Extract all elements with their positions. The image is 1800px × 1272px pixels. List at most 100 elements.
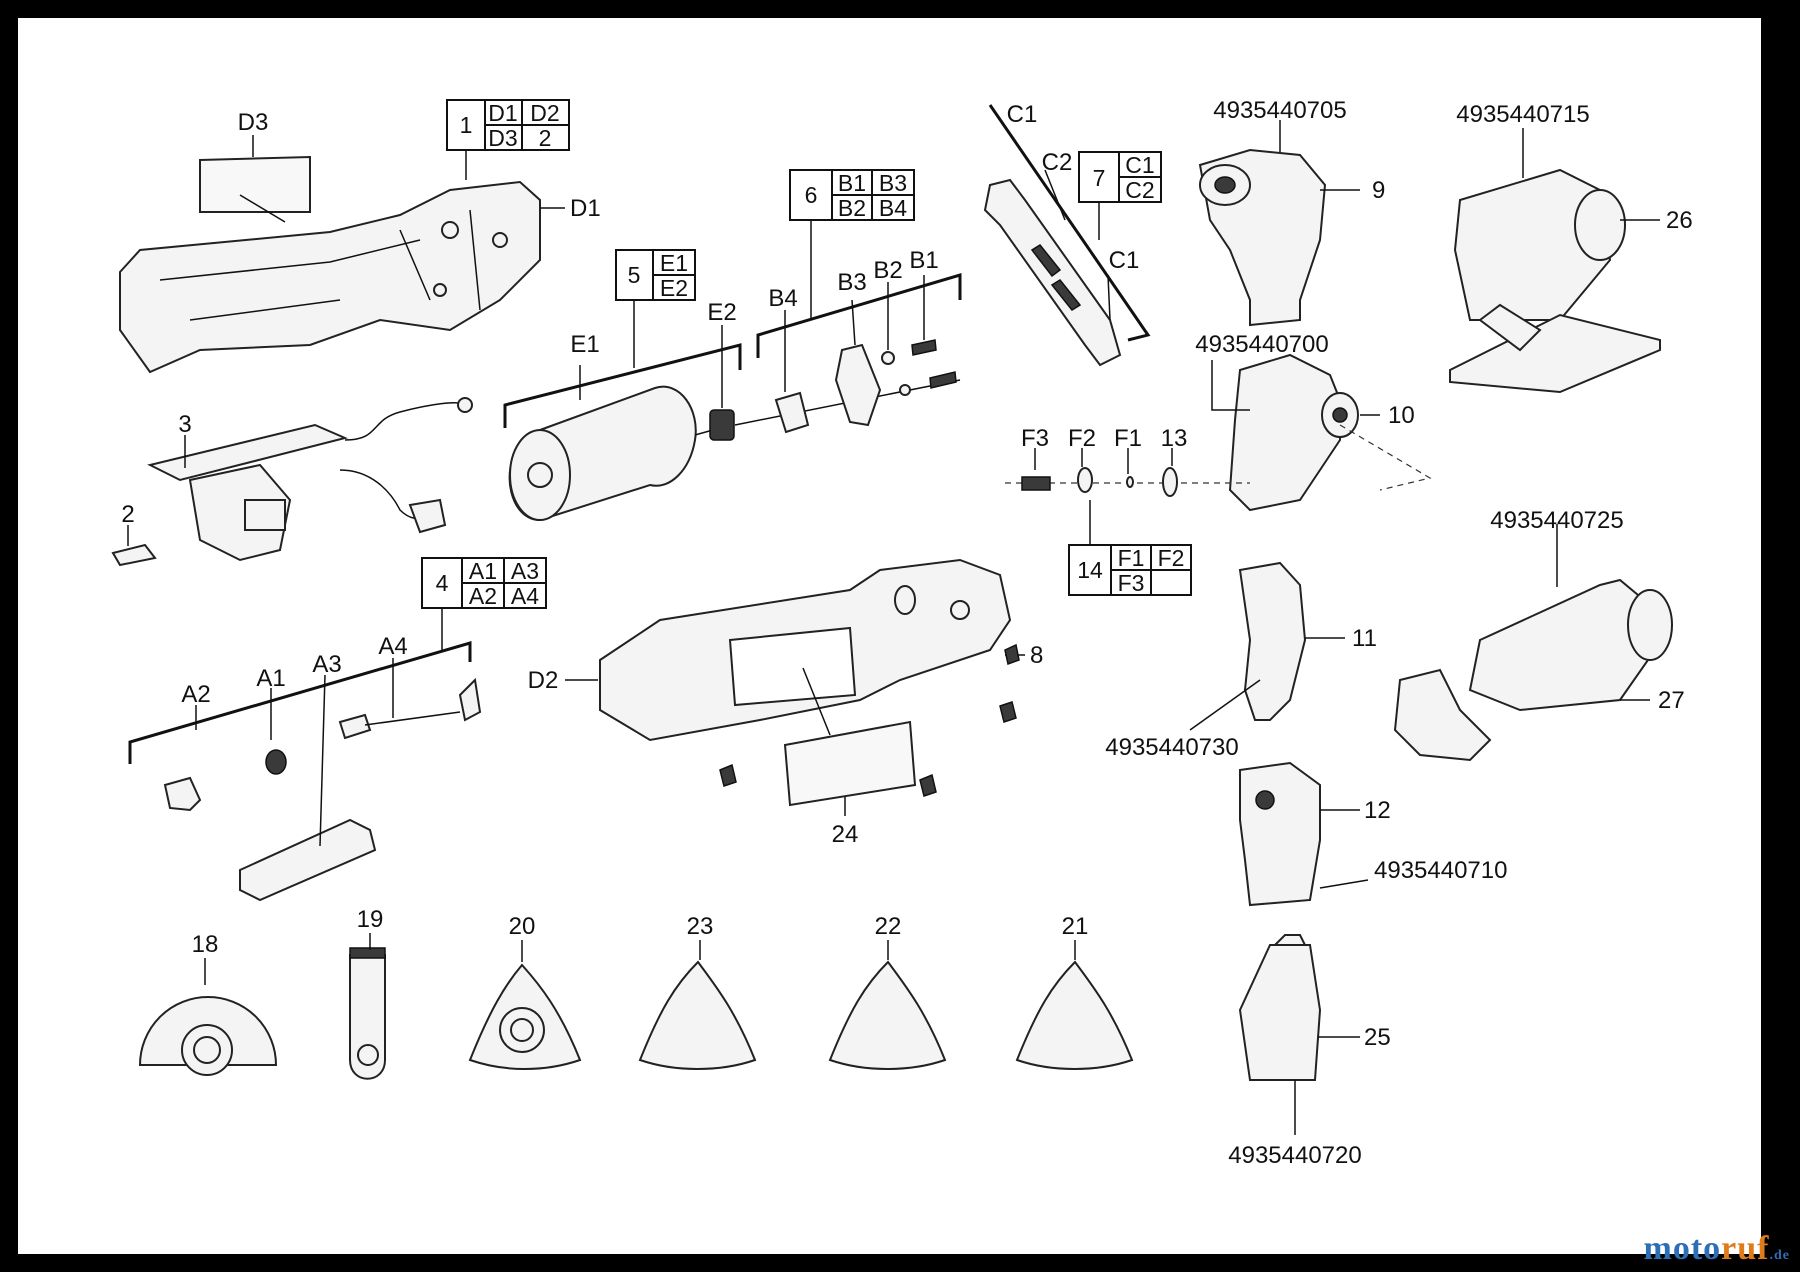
part-number-715: 4935440715 [1456,101,1589,128]
housing-half-d1 [119,180,541,374]
callout-f1: F1 [1114,425,1142,452]
kit-5-cell-e1: E1 [660,250,688,276]
sanding-sheet-21 [1015,960,1134,1070]
attachment-jigsaw-26 [1449,168,1661,394]
callout-12: 12 [1364,797,1391,824]
callout-a3: A3 [312,651,341,678]
callout-19: 19 [357,906,384,933]
callout-f2: F2 [1068,425,1096,452]
kit-4-cell-a4: A4 [511,583,539,609]
callout-a4: A4 [378,633,407,660]
callout-a2: A2 [181,681,210,708]
attachment-saw-27 [1393,578,1673,762]
switch-parts-a [163,677,482,902]
watermark-part-1: moto [1643,1230,1722,1267]
kit-1-cell-d2: D2 [530,100,559,126]
callout-b4: B4 [768,285,797,312]
callout-20: 20 [509,913,536,940]
callout-24: 24 [832,821,859,848]
callout-25: 25 [1364,1024,1391,1051]
part-number-720: 4935440720 [1228,1142,1361,1169]
callout-e2: E2 [707,299,736,326]
kit-6-number: 6 [805,182,818,208]
part-number-725: 4935440725 [1490,507,1623,534]
callout-13: 13 [1161,425,1188,452]
kit-6-cell-b4: B4 [879,195,907,221]
kit-14-number: 14 [1077,557,1103,583]
kit-1-number: 1 [460,112,473,138]
kit-5-number: 5 [628,262,641,288]
callout-9: 9 [1372,177,1385,204]
callout-d3: D3 [238,109,269,136]
callout-23: 23 [687,913,714,940]
kit-box-5: 5 E1 E2 [615,249,696,301]
kit-5-cell-e2: E2 [660,275,688,301]
callout-d2: D2 [528,667,559,694]
part-2-plate [111,543,157,567]
kit-6-cell-b3: B3 [879,170,907,196]
fastener-axis-f [1005,448,1250,497]
clamp-c [983,178,1122,367]
kit-14-cell-f3: F3 [1118,570,1145,596]
callout-b3: B3 [837,269,866,296]
kit-box-1: 1 D1 D2 D3 2 [446,99,570,151]
kit-7-cell-c1: C1 [1125,152,1154,178]
watermark-logo: motoruf.de [1644,1230,1790,1268]
kit-box-7: 7 C1 C2 [1078,151,1162,203]
kit-1-cell-d1: D1 [488,100,517,126]
kit-1-cell-d3: D3 [488,125,517,151]
part-number-705: 4935440705 [1213,97,1346,124]
callout-21: 21 [1062,913,1089,940]
part-number-700: 4935440700 [1195,331,1328,358]
watermark-part-2: ruf [1721,1230,1770,1267]
attachment-drill-9 [1198,148,1327,327]
callout-22: 22 [875,913,902,940]
kit-box-14: 14 F1 F2 F3 [1068,544,1192,596]
callout-18: 18 [192,931,219,958]
callout-2: 2 [121,501,134,528]
callout-10: 10 [1388,402,1415,429]
kit-1-cell-2: 2 [539,125,552,151]
callout-c2: C2 [1042,149,1073,176]
attachment-25 [1238,934,1322,1081]
label-sticker-24 [783,720,917,807]
saw-blade-18 [138,996,278,1076]
callout-c1-mid: C1 [1109,247,1140,274]
kit-4-cell-a2: A2 [469,583,497,609]
callout-e1: E1 [570,331,599,358]
kit-6-cell-b2: B2 [838,195,866,221]
attachment-12 [1239,761,1321,907]
housing-half-d2 [599,558,1012,742]
pinion-e2 [709,409,735,441]
callout-a1: A1 [256,665,285,692]
sanding-sheet-22 [828,960,947,1070]
kit-box-6: 6 B1 B3 B2 B4 [789,169,915,221]
kit-4-number: 4 [436,570,449,596]
callout-26: 26 [1666,207,1693,234]
kit-4-cell-a3: A3 [511,558,539,584]
callout-11: 11 [1352,625,1377,652]
part-number-730: 4935440730 [1105,734,1238,761]
callout-d1: D1 [570,195,601,222]
electronics-board [147,397,473,562]
callout-b2: B2 [873,257,902,284]
callout-27: 27 [1658,687,1685,714]
callout-3: 3 [178,411,191,438]
label-sticker-d3 [199,135,311,223]
callout-c1-top: C1 [1007,101,1038,128]
kit-7-cell-c2: C2 [1125,177,1154,203]
kit-7-number: 7 [1093,165,1106,191]
part-number-710: 4935440710 [1374,857,1507,884]
callout-8: 8 [1030,642,1043,669]
kit-14-cell-f1: F1 [1118,545,1145,571]
sanding-pad-20 [468,963,582,1070]
callout-b1: B1 [909,247,938,274]
screws-8 [719,643,1020,797]
kit-14-cell-f2: F2 [1158,545,1185,571]
gear-set-b [734,339,961,434]
attachment-angle-10 [1228,353,1359,512]
watermark-part-3: .de [1769,1248,1790,1263]
callout-f3: F3 [1021,425,1049,452]
sanding-sheet-23 [638,960,757,1070]
